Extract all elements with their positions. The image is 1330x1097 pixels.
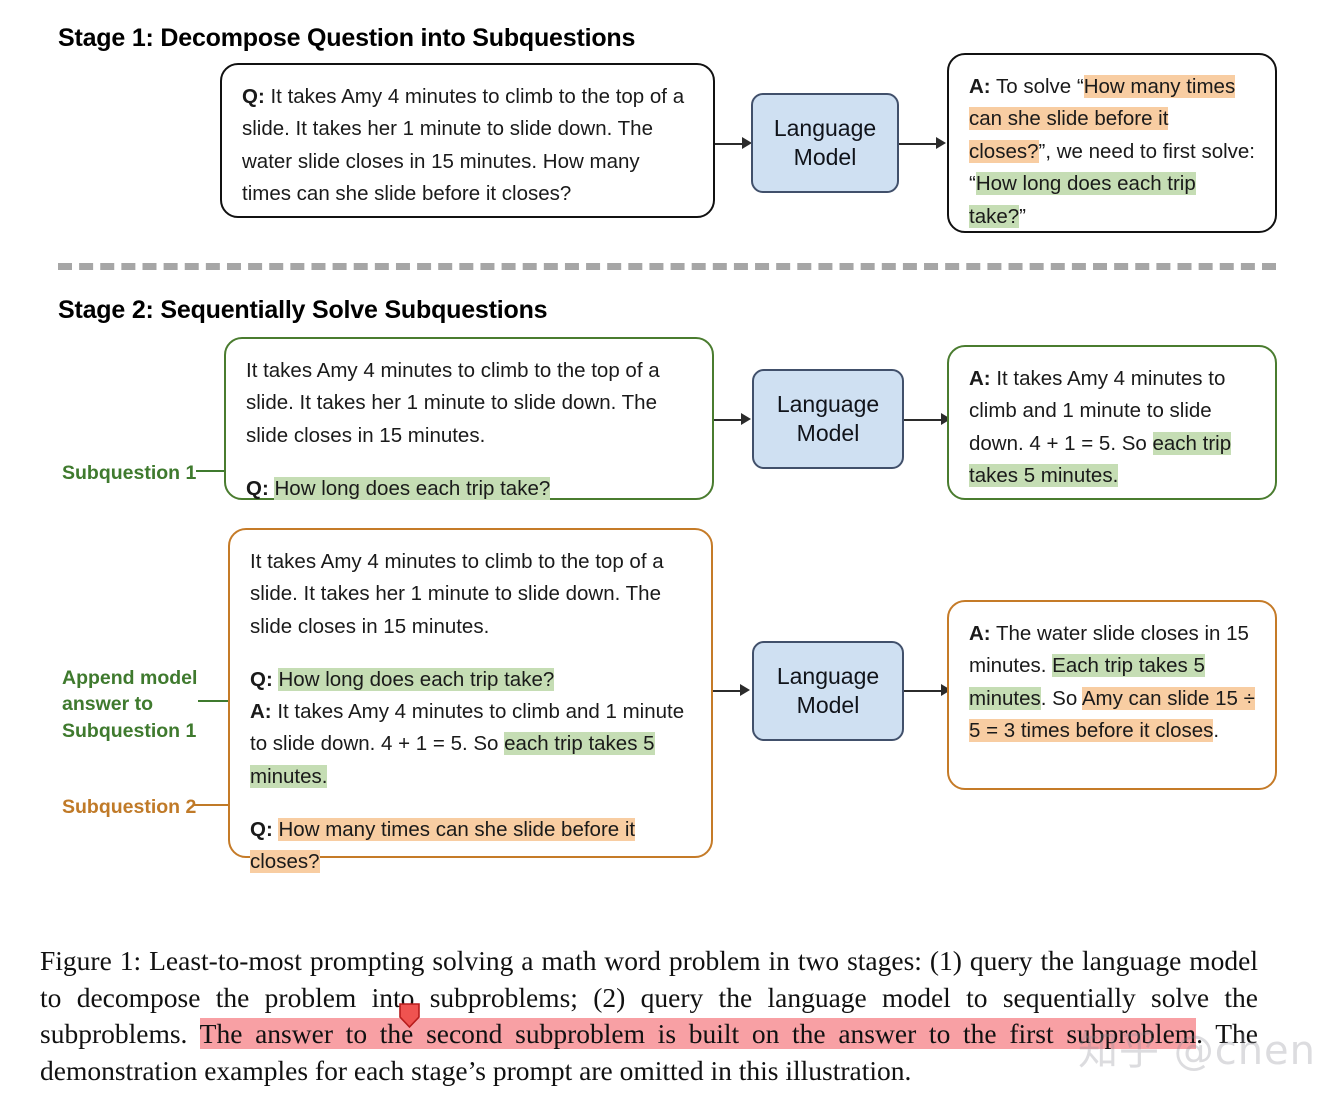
stage1-answer-text: A: To solve “How many times can she slid…: [969, 71, 1255, 233]
answer-label: A:: [969, 75, 991, 98]
stage1-answer-box: A: To solve “How many times can she slid…: [947, 53, 1277, 233]
prompt1-q-label: Q:: [246, 476, 269, 500]
prompt1-question: Q: How long does each trip take?: [246, 473, 692, 505]
connector-prompt2-to-model: [713, 690, 741, 692]
stage2-language-model-node-1: Language Model: [752, 369, 904, 469]
append-label-line3: Subquestion 1: [62, 719, 197, 742]
stage2-prompt-box-1: It takes Amy 4 minutes to climb to the t…: [224, 337, 714, 500]
answer-text-part-1: To solve “: [990, 75, 1084, 98]
connector-subquestion-2-tick: [194, 804, 236, 806]
caption-highlight-pink: The answer to the second subproblem is b…: [199, 1018, 1197, 1050]
language-model-label-line1: Language: [776, 391, 880, 418]
stage-2-title: Stage 2: Sequentially Solve Subquestions: [58, 296, 548, 324]
stage2-prompt-box-2: It takes Amy 4 minutes to climb to the t…: [228, 528, 713, 873]
append-label-line1: Append model: [62, 667, 198, 689]
answer2-part-2: . So: [1040, 686, 1082, 710]
stage1-language-model-node: Language Model: [751, 93, 899, 193]
language-model-label-line2: Model: [796, 692, 860, 718]
arrowhead-icon: [936, 137, 946, 149]
connector-model-to-answer1: [904, 419, 942, 421]
answer-highlight-green: How long does each trip take?: [969, 172, 1196, 228]
arrowhead-icon: [941, 413, 951, 425]
arrowhead-icon: [740, 684, 750, 696]
prompt1-context: It takes Amy 4 minutes to climb to the t…: [246, 359, 660, 447]
label-subquestion-2: Subquestion 2: [62, 796, 197, 818]
prompt2-q1-highlight: How long does each trip take?: [278, 667, 555, 691]
prompt2-qa-block: Q: How long does each trip take? A: It ta…: [250, 664, 691, 794]
question-label: Q:: [242, 85, 265, 108]
answer2-text: A: The water slide closes in 15 minutes.…: [969, 618, 1255, 748]
answer2-label: A:: [969, 622, 991, 645]
prompt2-a-body: It takes Amy 4 minutes to climb and 1 mi…: [250, 700, 685, 756]
connector-stage1-question-to-model: [715, 143, 743, 145]
answer-text-part-3: ”: [1019, 204, 1026, 228]
stage2-language-model-node-2: Language Model: [752, 641, 904, 741]
arrowhead-icon: [742, 137, 752, 149]
prompt1-q-highlight: How long does each trip take?: [274, 476, 551, 500]
prompt2-q1-label: Q:: [250, 667, 273, 691]
prompt2-q2-highlight: How many times can she slide before it c…: [250, 817, 636, 873]
prompt2-context: It takes Amy 4 minutes to climb to the t…: [250, 550, 664, 638]
answer2-part-3: .: [1213, 719, 1220, 743]
label-append-model-answer: Append model answer to Subquestion 1: [62, 665, 212, 744]
answer1-text: A: It takes Amy 4 minutes to climb and 1…: [969, 363, 1255, 493]
append-label-line2: answer to: [62, 693, 154, 716]
stage2-answer-box-2: A: The water slide closes in 15 minutes.…: [947, 600, 1277, 790]
connector-model-to-answer2: [904, 690, 942, 692]
arrowhead-icon: [741, 413, 751, 425]
connector-stage1-model-to-answer: [899, 143, 937, 145]
answer1-label: A:: [969, 367, 991, 390]
prompt2-q2-label: Q:: [250, 817, 273, 841]
stage1-question-text: Q: It takes Amy 4 minutes to climb to th…: [242, 81, 693, 211]
answer2-part-1: The water slide closes in 15 minutes.: [969, 622, 1249, 678]
stage-1-title: Stage 1: Decompose Question into Subques…: [58, 24, 636, 52]
figure-caption: Figure 1: Least-to-most prompting solvin…: [40, 943, 1258, 1089]
arrowhead-icon: [941, 684, 951, 696]
language-model-label-line2: Model: [796, 420, 860, 446]
language-model-label-line2: Model: [793, 144, 857, 170]
language-model-label-line1: Language: [776, 663, 880, 690]
text-selection-cursor-icon[interactable]: [399, 1003, 421, 1033]
stage2-answer-box-1: A: It takes Amy 4 minutes to climb and 1…: [947, 345, 1277, 500]
caption-part-2: . The demonstration examples for each st…: [40, 1018, 1259, 1086]
prompt2-question-2: Q: How many times can she slide before i…: [250, 814, 691, 879]
answer-text-part-2: ”, we need to first solve: “: [969, 139, 1255, 196]
caption-part-1: Figure 1: Least-to-most prompting solvin…: [40, 945, 1258, 1050]
language-model-label-line1: Language: [773, 115, 877, 142]
stage1-question-box: Q: It takes Amy 4 minutes to climb to th…: [220, 63, 715, 218]
question-body: It takes Amy 4 minutes to climb to the t…: [242, 85, 685, 206]
label-subquestion-1: Subquestion 1: [62, 462, 197, 484]
connector-append-tick: [198, 700, 236, 702]
prompt2-a-label: A:: [250, 700, 272, 723]
answer1-body: It takes Amy 4 minutes to climb and 1 mi…: [969, 367, 1226, 455]
stage-divider: [58, 263, 1276, 270]
connector-prompt1-to-model: [714, 419, 742, 421]
connector-subquestion-1-tick: [196, 470, 234, 472]
